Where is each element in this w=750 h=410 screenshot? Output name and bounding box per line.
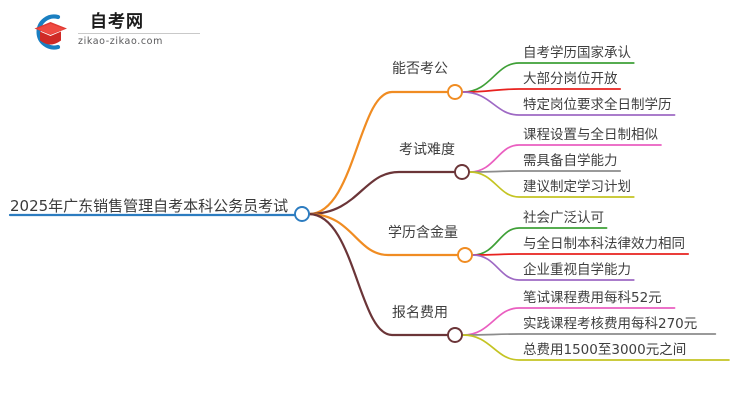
logo-url: zikao-zikao.com (78, 36, 163, 47)
mindmap-connector-node[interactable] (454, 164, 470, 180)
mindmap-edge (462, 333, 717, 336)
mindmap-connector-nodes (294, 84, 473, 343)
mindmap-edge (462, 307, 676, 336)
mindmap-connector-node[interactable] (294, 206, 310, 222)
root-node-label[interactable]: 2025年广东销售管理自考本科公务员考试 (10, 197, 289, 215)
leaf-label[interactable]: 课程设置与全日制相似 (523, 127, 658, 143)
leaf-label[interactable]: 与全日制本科法律效力相同 (523, 236, 685, 252)
graduation-cap-logo-icon (28, 10, 72, 54)
branch-label-kao-shi-nan-du[interactable]: 考试难度 (399, 142, 455, 158)
mindmap-edge (307, 212, 449, 337)
logo-name-cn: 自考网 (90, 12, 144, 32)
leaf-label[interactable]: 实践课程考核费用每科270元 (523, 316, 698, 332)
logo-wordmark: 自考网 zikao-zikao.com (78, 12, 203, 48)
mindmap-edge (307, 90, 449, 216)
branch-label-neng-fou-kao-gong[interactable]: 能否考公 (392, 61, 448, 77)
mindmap-edge (469, 171, 635, 198)
leaf-label[interactable]: 特定岗位要求全日制学历 (523, 97, 672, 113)
branch-label-xue-li-han-jin-liang[interactable]: 学历含金量 (388, 225, 458, 241)
mindmap-edge (307, 212, 459, 257)
mindmap-edge (307, 170, 456, 216)
branch-label-bao-ming-fei-yong[interactable]: 报名费用 (392, 305, 448, 321)
leaf-label[interactable]: 需具备自学能力 (523, 153, 618, 169)
leaf-label[interactable]: 企业重视自学能力 (523, 262, 631, 278)
mindmap-connector-node[interactable] (447, 327, 463, 343)
leaf-label[interactable]: 自考学历国家承认 (523, 45, 631, 61)
mindmap-edge (462, 91, 676, 116)
mindmap-edge (469, 144, 662, 173)
mindmap-edge (462, 334, 730, 361)
leaf-label[interactable]: 建议制定学习计划 (523, 179, 631, 195)
mindmap-edge (472, 253, 690, 256)
mindmap-edge (472, 254, 635, 281)
leaf-label[interactable]: 笔试课程费用每科52元 (523, 290, 662, 306)
mindmap-edge (462, 88, 622, 93)
leaf-label[interactable]: 大部分岗位开放 (523, 71, 618, 87)
mindmap-connector-node[interactable] (457, 247, 473, 263)
mindmap-edges (8, 62, 730, 361)
leaf-label[interactable]: 社会广泛认可 (523, 210, 604, 226)
mindmap-edge (469, 170, 622, 173)
site-logo: 自考网 zikao-zikao.com (28, 8, 208, 56)
mindmap-edge (462, 62, 635, 93)
mindmap-connector-node[interactable] (447, 84, 463, 100)
mindmap-edge (472, 227, 608, 256)
leaf-label[interactable]: 总费用1500至3000元之间 (523, 342, 687, 358)
logo-divider (78, 33, 200, 34)
